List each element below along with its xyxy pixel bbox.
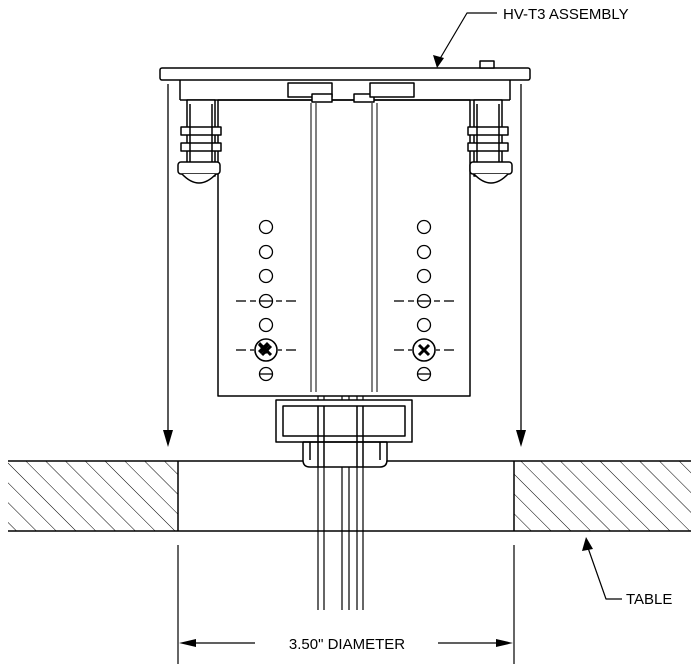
right-screw xyxy=(412,338,436,362)
table-surface xyxy=(8,460,691,532)
top-flange xyxy=(159,60,531,101)
diameter-label: 3.50" DIAMETER xyxy=(289,636,405,653)
table-leader xyxy=(582,537,622,600)
insertion-arrow-left xyxy=(163,84,173,447)
table-hatch-left xyxy=(8,461,178,531)
cable-grommet xyxy=(275,399,413,468)
left-mounting-holes xyxy=(236,219,296,382)
table-hatch-right xyxy=(514,461,691,531)
table-label: TABLE xyxy=(626,591,672,608)
latch-tabs xyxy=(287,82,415,103)
diameter-dimension xyxy=(177,545,515,664)
left-screw xyxy=(254,338,278,362)
assembly-leader xyxy=(433,12,497,68)
right-clamp-hardware xyxy=(467,99,513,184)
right-mounting-holes xyxy=(394,219,454,382)
assembly-label: HV-T3 ASSEMBLY xyxy=(503,6,629,23)
left-clamp-hardware xyxy=(177,99,222,184)
insertion-arrow-right xyxy=(516,84,526,447)
